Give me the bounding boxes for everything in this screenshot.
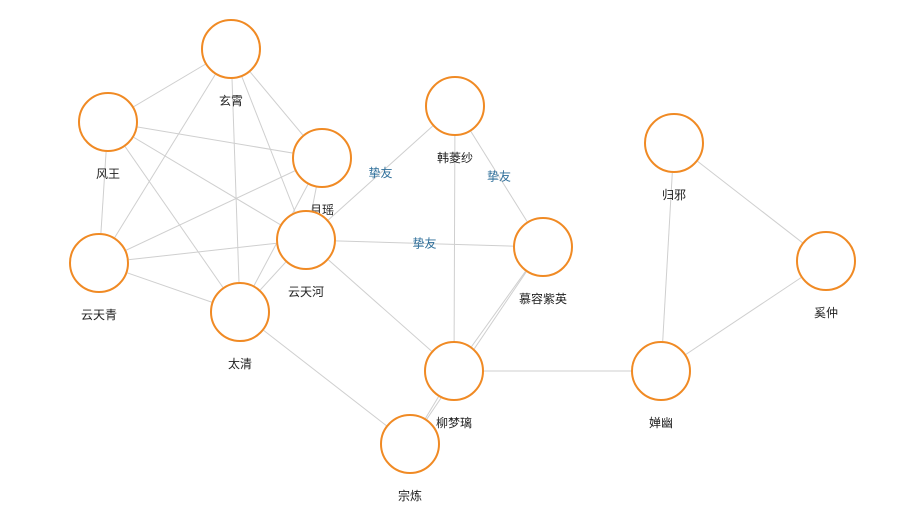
node-ring (631, 341, 691, 401)
edge-hanlingsha-liumengli (453, 105, 456, 372)
node-liumengli[interactable]: 柳梦璃 (424, 341, 484, 430)
edge-fengyu-yuntianhe (107, 121, 307, 241)
node-label: 奚仲 (814, 306, 838, 320)
node-taiqing[interactable]: 太清 (210, 282, 270, 371)
node-label: 玄霄 (219, 93, 243, 108)
node-murongziying[interactable]: 慕容紫英 (513, 217, 573, 306)
edge-label: 挚友 (412, 237, 436, 251)
node-label: 宗炼 (398, 488, 422, 503)
node-yuntianhe[interactable]: 云天河 (276, 210, 336, 299)
edge-label: 挚友 (487, 170, 511, 184)
edge-fengyu-taiqing (107, 121, 241, 313)
node-ring (425, 76, 485, 136)
edge-yuntianhe-liumengli (305, 239, 455, 372)
node-label: 柳梦璃 (436, 416, 472, 430)
node-ring (201, 19, 261, 79)
node-ring (292, 128, 352, 188)
edge-guixie-chanyou (660, 142, 675, 372)
node-label: 慕容紫英 (519, 291, 567, 306)
edge-yuntianhe-murongziying (305, 239, 544, 248)
node-zonglian[interactable]: 宗炼 (380, 414, 440, 503)
edge-fengyu-yuyao (107, 121, 323, 159)
node-ring (796, 231, 856, 291)
node-guixie[interactable]: 归邪 (644, 113, 704, 202)
node-label: 婵幽 (649, 416, 673, 430)
node-ring (210, 282, 270, 342)
node-label: 归邪 (662, 188, 686, 202)
edge-label: 挚友 (368, 166, 392, 180)
edge-taiqing-zonglian (239, 311, 411, 445)
node-yuyao[interactable]: 月瑶 (292, 128, 352, 217)
edge-yuntianhe-hanlingsha (305, 105, 456, 241)
edge-xuanxiao-yuntianhe (230, 48, 307, 241)
node-ring (276, 210, 336, 270)
node-label: 韩菱纱 (437, 150, 473, 165)
node-ring (380, 414, 440, 474)
edge-xizhong-chanyou (660, 260, 827, 372)
edge-xuanxiao-taiqing (230, 48, 241, 313)
node-xuanxiao[interactable]: 玄霄 (201, 19, 261, 108)
node-ring (644, 113, 704, 173)
node-fengyu[interactable]: 风王 (78, 92, 138, 181)
node-label: 风王 (96, 167, 120, 181)
node-chanyou[interactable]: 婵幽 (631, 341, 691, 430)
node-ring (69, 233, 129, 293)
node-ring (78, 92, 138, 152)
node-label: 云天青 (81, 308, 117, 322)
node-ring (513, 217, 573, 277)
edge-yuyao-yuntianqing (98, 157, 323, 264)
node-yuntianqing[interactable]: 云天青 (69, 233, 129, 322)
edge-guixie-xizhong (673, 142, 827, 262)
edge-yuntianhe-yuntianqing (98, 239, 307, 264)
node-xizhong[interactable]: 奚仲 (796, 231, 856, 320)
node-label: 太清 (228, 356, 252, 371)
node-label: 云天河 (288, 285, 324, 299)
edge-murongziying-zonglian (409, 246, 544, 445)
node-ring (424, 341, 484, 401)
node-hanlingsha[interactable]: 韩菱纱 (425, 76, 485, 165)
